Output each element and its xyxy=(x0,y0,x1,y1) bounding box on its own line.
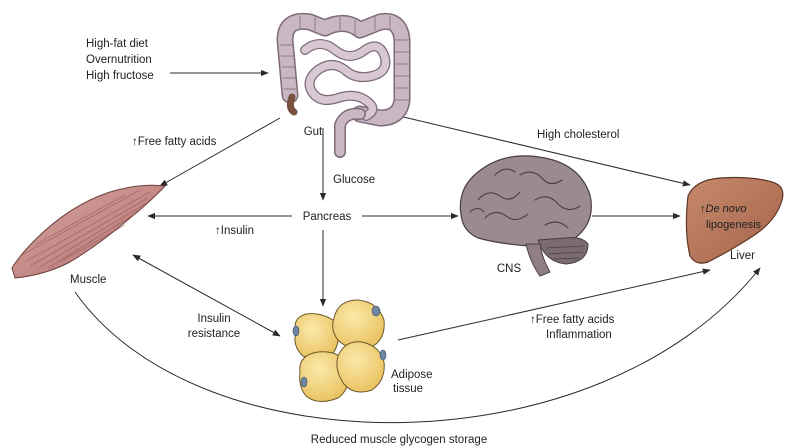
liver-lipogenesis: lipogenesis xyxy=(706,219,762,231)
input-overnutrition: Overnutrition xyxy=(86,54,152,66)
node-label-adipose-1: Adipose xyxy=(391,369,433,381)
brain-illustration xyxy=(460,156,591,276)
input-high-fat-diet: High-fat diet xyxy=(86,38,149,50)
edge-label-gut-muscle: ↑Free fatty acids xyxy=(132,136,217,148)
edge-label-glucose: Glucose xyxy=(333,174,375,186)
node-label-muscle: Muscle xyxy=(70,274,106,286)
edge-label-adipose-liver-2: Inflammation xyxy=(546,329,612,341)
muscle-illustration xyxy=(12,185,165,278)
input-high-fructose: High fructose xyxy=(86,70,154,82)
node-label-pancreas: Pancreas xyxy=(303,211,352,223)
node-label-gut: Gut xyxy=(304,126,323,138)
arrow-gut-to-muscle xyxy=(160,118,280,186)
diet-inputs: High-fat diet Overnutrition High fructos… xyxy=(86,38,154,82)
edge-label-muscle-liver: Reduced muscle glycogen storage xyxy=(311,434,487,446)
edge-label-adipose-liver-1: ↑Free fatty acids xyxy=(530,314,615,326)
node-label-liver: Liver xyxy=(730,250,755,262)
edge-label-insulin-resistance-1: Insulin xyxy=(197,313,230,325)
edge-label-insulin-resistance-2: resistance xyxy=(188,328,240,340)
arrow-muscle-to-liver xyxy=(75,268,760,423)
edge-label-insulin: ↑Insulin xyxy=(215,225,254,237)
adipose-illustration xyxy=(293,300,386,402)
svg-text:↑De novo: ↑De novo xyxy=(700,203,746,215)
node-label-adipose-2: tissue xyxy=(393,383,423,395)
edge-label-high-cholesterol: High cholesterol xyxy=(537,129,619,141)
liver-de-novo: De novo xyxy=(706,203,747,215)
gut-illustration xyxy=(280,15,409,152)
node-label-cns: CNS xyxy=(497,263,522,275)
